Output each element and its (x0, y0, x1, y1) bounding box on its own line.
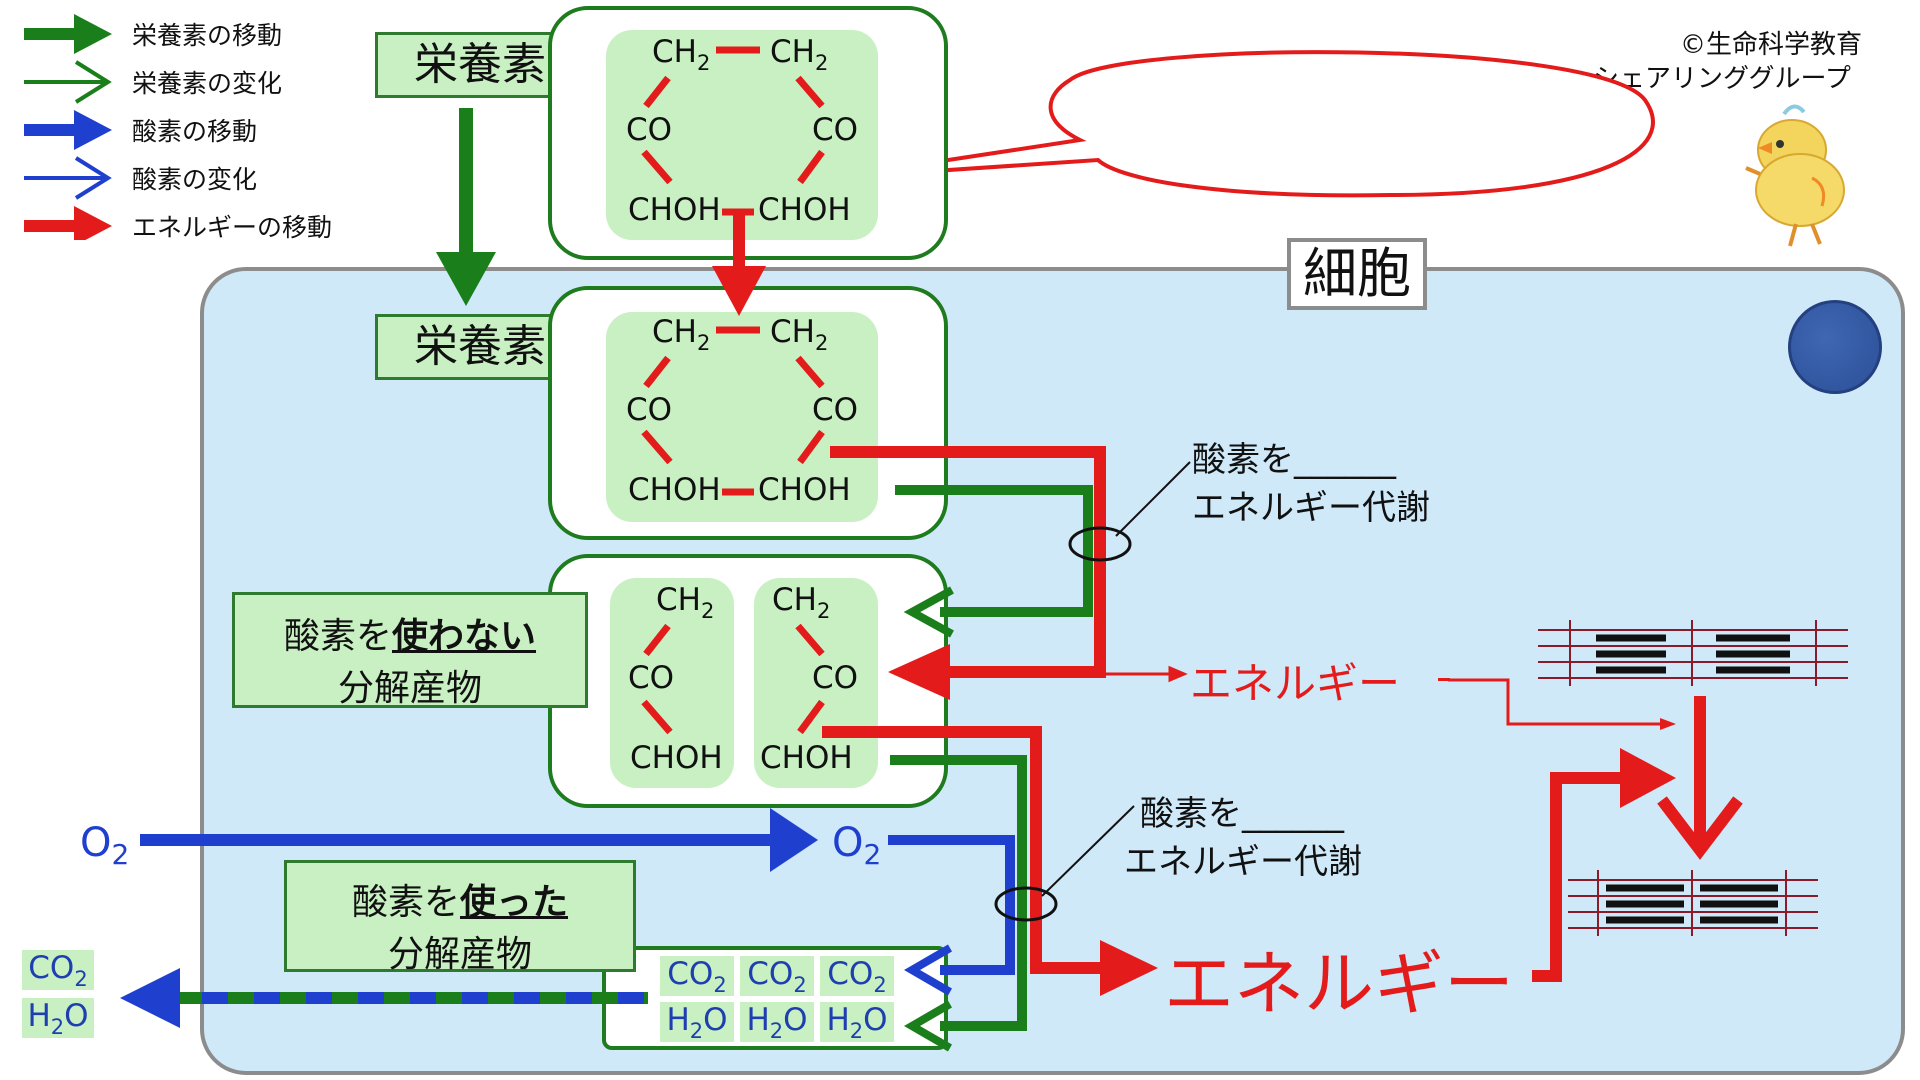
copyright-line2: シェアリンググループ (1593, 64, 1851, 94)
anaerobic-label-line2: 分解産物 (337, 668, 482, 709)
upper-green-arrowhead (903, 586, 954, 638)
muscle-fiber-contracted (1568, 870, 1818, 936)
h2o-chip-3: H2O (820, 1002, 894, 1043)
mol-inner-choh-left: CHOH (628, 472, 721, 508)
anaerobic-label-prefix: 酸素を (283, 616, 392, 657)
cell-label: 細胞 (1287, 238, 1427, 310)
legend-label-1: 栄養素の変化 (132, 69, 283, 98)
aerobic-label-prefix: 酸素を (351, 882, 460, 923)
bonds-top (641, 46, 825, 216)
arrow-energy-into-cell (712, 214, 766, 316)
lower-metab-marker (994, 886, 1058, 922)
energy-label-small-dash (1438, 678, 1450, 681)
upper-metab-marker (1068, 526, 1132, 562)
legend-label-0: 栄養素の移動 (132, 21, 283, 50)
metab-lower-line2: エネルギー代謝 (1124, 842, 1362, 882)
chick-illustration (1745, 104, 1845, 247)
muscle-fiber-relaxed (1538, 620, 1848, 686)
legend: 栄養素の移動 栄養素の変化 酸素の移動 酸素の変化 エネルギーの移動 (20, 10, 380, 242)
mol-inner-choh-right: CHOH (758, 472, 851, 508)
legend-arrow-energy-move (24, 206, 112, 240)
upper-metab-leader (1115, 461, 1191, 537)
mol-top-ch2-right: CH2 (770, 34, 829, 75)
oxygen-label-outside: O2 (80, 820, 130, 871)
arrow-waste-out (120, 968, 648, 1028)
upper-metab-green (895, 485, 1093, 617)
mol-inner-co-left: CO (626, 392, 673, 428)
h2o-chip-outside: H2O (22, 998, 94, 1039)
mol-top-co-left: CO (626, 112, 673, 148)
speech-bubble (829, 50, 1655, 198)
mol-top-co-right: CO (812, 112, 859, 148)
arrow-energy-to-muscle-head (1660, 718, 1676, 730)
bonds-anaerobic (641, 623, 825, 735)
arrow-energy-to-muscle (1448, 678, 1660, 726)
co2-chip-2: CO2 (740, 956, 814, 997)
anaerobic-fill-right (754, 578, 878, 788)
anaerobic-label-emph: 使わない (392, 616, 537, 657)
co2-chip-outside: CO2 (22, 950, 94, 991)
upper-metab-red (830, 446, 1106, 678)
mol-inner-ch2-left: CH2 (652, 314, 711, 355)
arrow-energy-large-head (1620, 748, 1676, 808)
aerobic-label-line2: 分解産物 (387, 934, 532, 975)
arrow-nutrient-move-down (436, 108, 496, 306)
aerobic-label-emph: 使った (460, 882, 569, 923)
nucleus-icon (1788, 300, 1882, 394)
energy-label-large: エネルギー (1164, 943, 1514, 1025)
lower-metab-red (822, 726, 1110, 974)
upper-red-arrowhead (888, 644, 950, 700)
oxygen-path (888, 835, 1015, 975)
h2o-chip-1: H2O (660, 1002, 734, 1043)
oxygen-label-inside: O2 (832, 820, 882, 871)
glucose-fill-top (606, 30, 878, 240)
arrow-to-energy-small (1106, 665, 1188, 683)
legend-arrows (24, 14, 112, 240)
arrow-muscle-contract (1657, 696, 1743, 860)
oxygen-arrowhead-inner (904, 944, 953, 996)
mol-an-choh-right: CHOH (760, 740, 853, 776)
lower-metab-leader (1041, 805, 1135, 897)
mol-an-ch2-left: CH2 (656, 582, 715, 623)
metab-upper-line2: エネルギー代謝 (1192, 488, 1430, 528)
co2-chip-1: CO2 (660, 956, 734, 997)
legend-arrow-oxygen-move (24, 110, 112, 150)
energy-label-small: エネルギー (1190, 659, 1401, 708)
mol-top-ch2-left: CH2 (652, 34, 711, 75)
mol-an-co-right: CO (812, 660, 859, 696)
mol-an-choh-left: CHOH (630, 740, 723, 776)
legend-label-2: 酸素の移動 (132, 117, 258, 146)
metab-upper-line1: 酸素を______ (1192, 440, 1396, 480)
lower-metab-green (890, 755, 1027, 1031)
bonds-inner (641, 326, 825, 496)
legend-label-4: エネルギーの移動 (132, 213, 333, 242)
lower-green-arrowhead (904, 1000, 953, 1052)
legend-arrow-oxygen-change (24, 156, 112, 200)
h2o-chip-2: H2O (740, 1002, 814, 1043)
mol-an-co-left: CO (628, 660, 675, 696)
glucose-fill-inner (606, 312, 878, 522)
arrow-energy-large-path (1532, 772, 1624, 982)
copyright-line1: ©生命科学教育 (1680, 30, 1863, 60)
anaerobic-label: 酸素を使わない 分解産物 (232, 592, 588, 709)
metab-lower-line1: 酸素を______ (1140, 794, 1344, 834)
legend-label-3: 酸素の変化 (132, 165, 258, 194)
mol-top-choh-right: CHOH (758, 192, 851, 228)
mol-top-choh-left: CHOH (628, 192, 721, 228)
co2-chip-3: CO2 (820, 956, 894, 997)
nutrient-label-top: 栄養素 (375, 32, 585, 98)
mol-inner-ch2-right: CH2 (770, 314, 829, 355)
mol-an-ch2-right: CH2 (772, 582, 831, 623)
arrow-oxygen-in (140, 808, 818, 872)
legend-arrow-nutrient-change (24, 60, 112, 104)
aerobic-label: 酸素を使った 分解産物 (284, 860, 636, 975)
mol-inner-co-right: CO (812, 392, 859, 428)
legend-arrow-nutrient-move (24, 14, 112, 54)
lower-red-arrowhead (1100, 940, 1158, 996)
anaerobic-fill-left (610, 578, 734, 788)
